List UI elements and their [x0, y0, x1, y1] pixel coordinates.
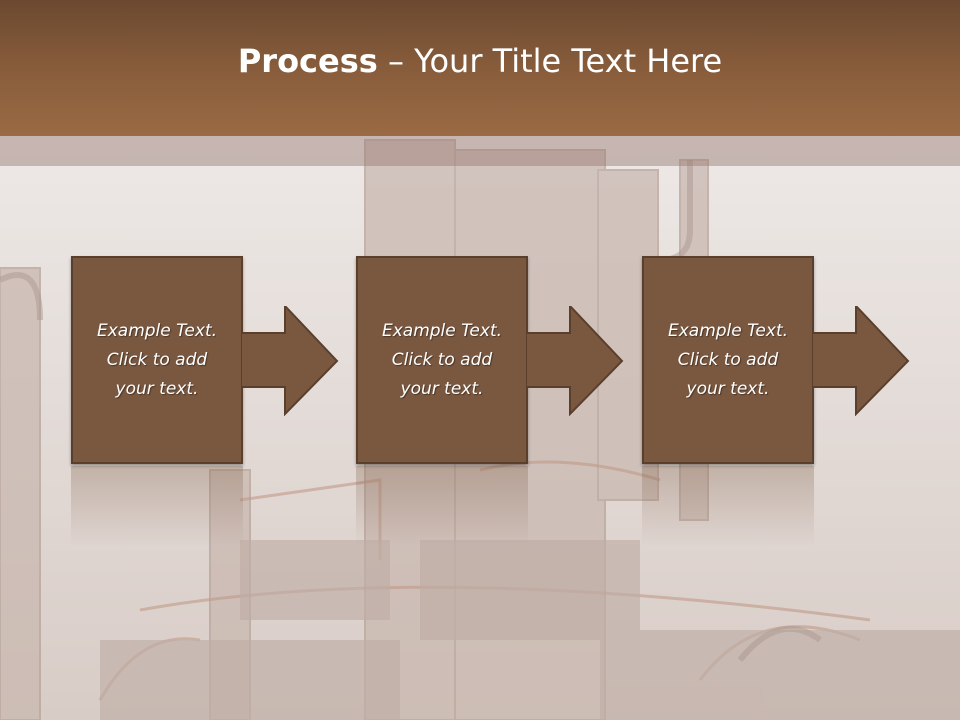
step-2-line-3: your text.	[400, 378, 484, 399]
step-1-textbox[interactable]: Example Text. Click to add your text.	[71, 256, 243, 464]
step-3-line-1: Example Text.	[667, 320, 789, 341]
step-3-line-2: Click to add	[677, 349, 779, 370]
step-2-line-1: Example Text.	[381, 320, 503, 341]
step-3-reflection	[642, 466, 814, 546]
step-3-line-3: your text.	[686, 378, 770, 399]
title-rest: – Your Title Text Here	[377, 42, 723, 80]
step-1-line-3: your text.	[115, 378, 199, 399]
step-3-textbox[interactable]: Example Text. Click to add your text.	[642, 256, 814, 464]
step-1-reflection	[71, 466, 243, 546]
right-arrow-icon	[526, 306, 624, 416]
title-underband	[0, 136, 960, 166]
process-step-2: Example Text. Click to add your text.	[356, 256, 626, 466]
step-2-textbox[interactable]: Example Text. Click to add your text.	[356, 256, 528, 464]
step-1-line-1: Example Text.	[96, 320, 218, 341]
step-2-reflection	[356, 466, 528, 546]
process-step-3: Example Text. Click to add your text.	[642, 256, 912, 466]
title-bold: Process	[237, 42, 378, 80]
title-bar: Process – Your Title Text Here	[0, 0, 960, 136]
right-arrow-icon	[812, 306, 910, 416]
step-2-line-2: Click to add	[391, 349, 493, 370]
slide-title[interactable]: Process – Your Title Text Here	[238, 45, 722, 77]
step-1-line-2: Click to add	[106, 349, 208, 370]
process-step-1: Example Text. Click to add your text.	[71, 256, 341, 466]
right-arrow-icon	[241, 306, 339, 416]
